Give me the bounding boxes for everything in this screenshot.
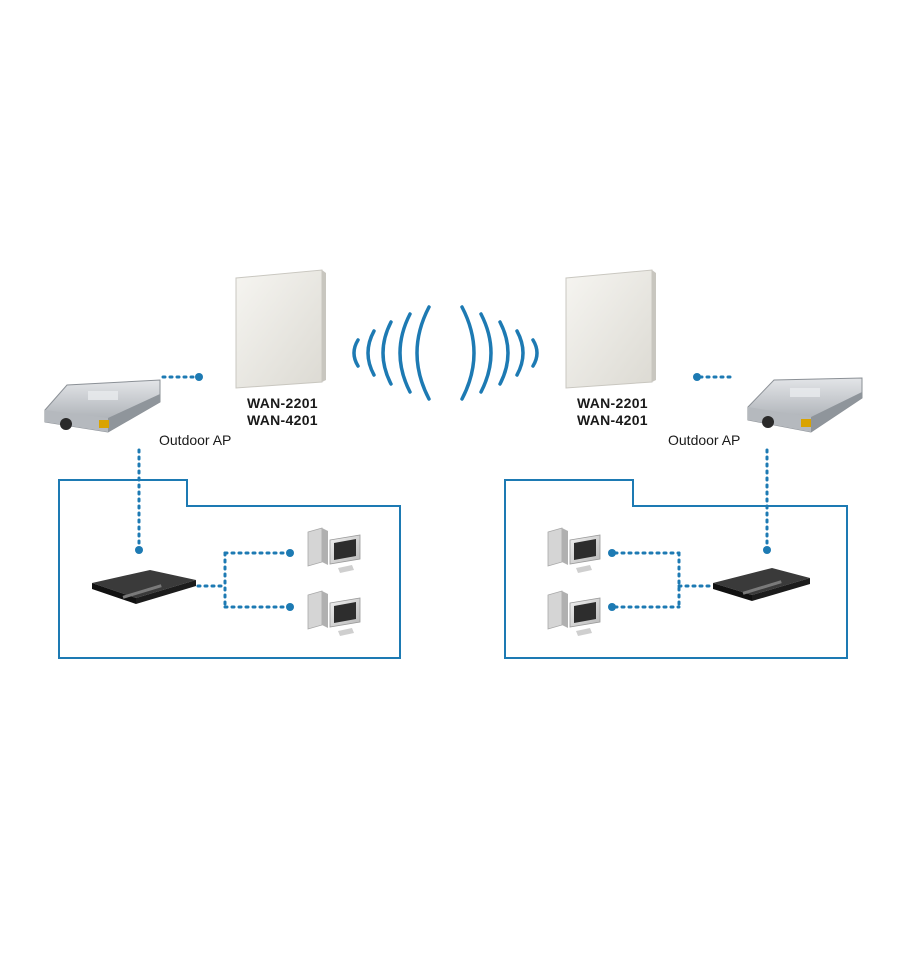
dotted-links-left — [137, 375, 290, 609]
pc-icon-left-bottom — [307, 590, 361, 636]
link-dot-antenna-right — [693, 373, 701, 381]
network-enclosure-right — [504, 479, 848, 659]
antenna-model-right-line1: WAN-2201 — [577, 395, 648, 411]
dotted-links-right — [613, 375, 769, 609]
outdoor-ap-label-left: Outdoor AP — [159, 432, 232, 448]
antenna-model-left-line1: WAN-2201 — [247, 395, 318, 411]
antenna-panel-left — [235, 269, 326, 389]
link-dot-switch-left — [135, 546, 143, 554]
antenna-model-label-right: WAN-2201 WAN-4201 — [577, 395, 648, 429]
switch-device-left — [92, 570, 196, 604]
link-dot-switch-right — [763, 546, 771, 554]
link-dot-pc-bottom-left — [286, 603, 294, 611]
antenna-model-right-line2: WAN-4201 — [577, 412, 648, 428]
outdoor-ap-label-right: Outdoor AP — [668, 432, 741, 448]
link-dot-pc-top-right — [608, 549, 616, 557]
link-dot-antenna-left — [195, 373, 203, 381]
pc-icon-right-bottom — [547, 590, 601, 636]
pc-icon-left-top — [307, 527, 361, 573]
link-dot-pc-top-left — [286, 549, 294, 557]
antenna-model-left-line2: WAN-4201 — [247, 412, 318, 428]
antenna-panel-right — [565, 269, 656, 389]
link-dot-pc-bottom-right — [608, 603, 616, 611]
network-enclosure-left — [58, 479, 401, 659]
pc-icon-right-top — [547, 527, 601, 573]
outdoor-ap-device-left — [44, 379, 161, 433]
switch-device-right — [713, 568, 810, 601]
outdoor-ap-device-right — [747, 377, 863, 433]
antenna-model-label-left: WAN-2201 WAN-4201 — [247, 395, 318, 429]
wireless-signal-icon — [352, 305, 539, 401]
